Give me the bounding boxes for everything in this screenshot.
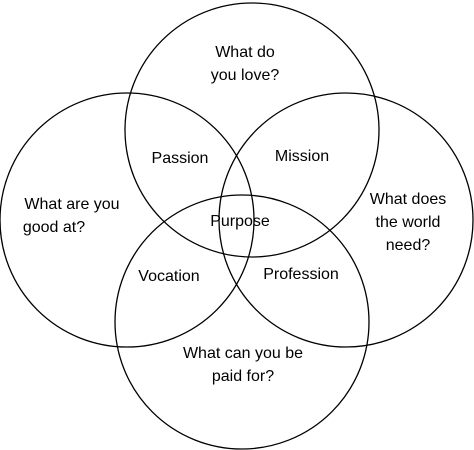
label-good-at-line1: What are you bbox=[24, 196, 119, 213]
circle-love bbox=[124, 2, 380, 258]
label-love-line1: What do bbox=[215, 44, 275, 61]
label-mission: Mission bbox=[275, 148, 329, 165]
label-vocation: Vocation bbox=[138, 268, 199, 285]
label-world-needs-line1: What does bbox=[370, 191, 446, 208]
label-good-at-line2: good at? bbox=[23, 219, 85, 236]
label-paid-for-line1: What can you be bbox=[183, 345, 303, 362]
label-world-needs-line3: need? bbox=[386, 237, 431, 254]
circle-paid-for bbox=[114, 194, 370, 450]
label-paid-for-line2: paid for? bbox=[212, 368, 274, 385]
label-love-line2: you love? bbox=[211, 67, 280, 84]
label-profession: Profession bbox=[263, 266, 339, 283]
label-passion: Passion bbox=[152, 150, 209, 167]
circle-good-at bbox=[0, 92, 255, 348]
circle-world-needs bbox=[218, 92, 474, 348]
label-purpose: Purpose bbox=[210, 213, 270, 230]
label-world-needs-line2: the world bbox=[376, 214, 441, 231]
